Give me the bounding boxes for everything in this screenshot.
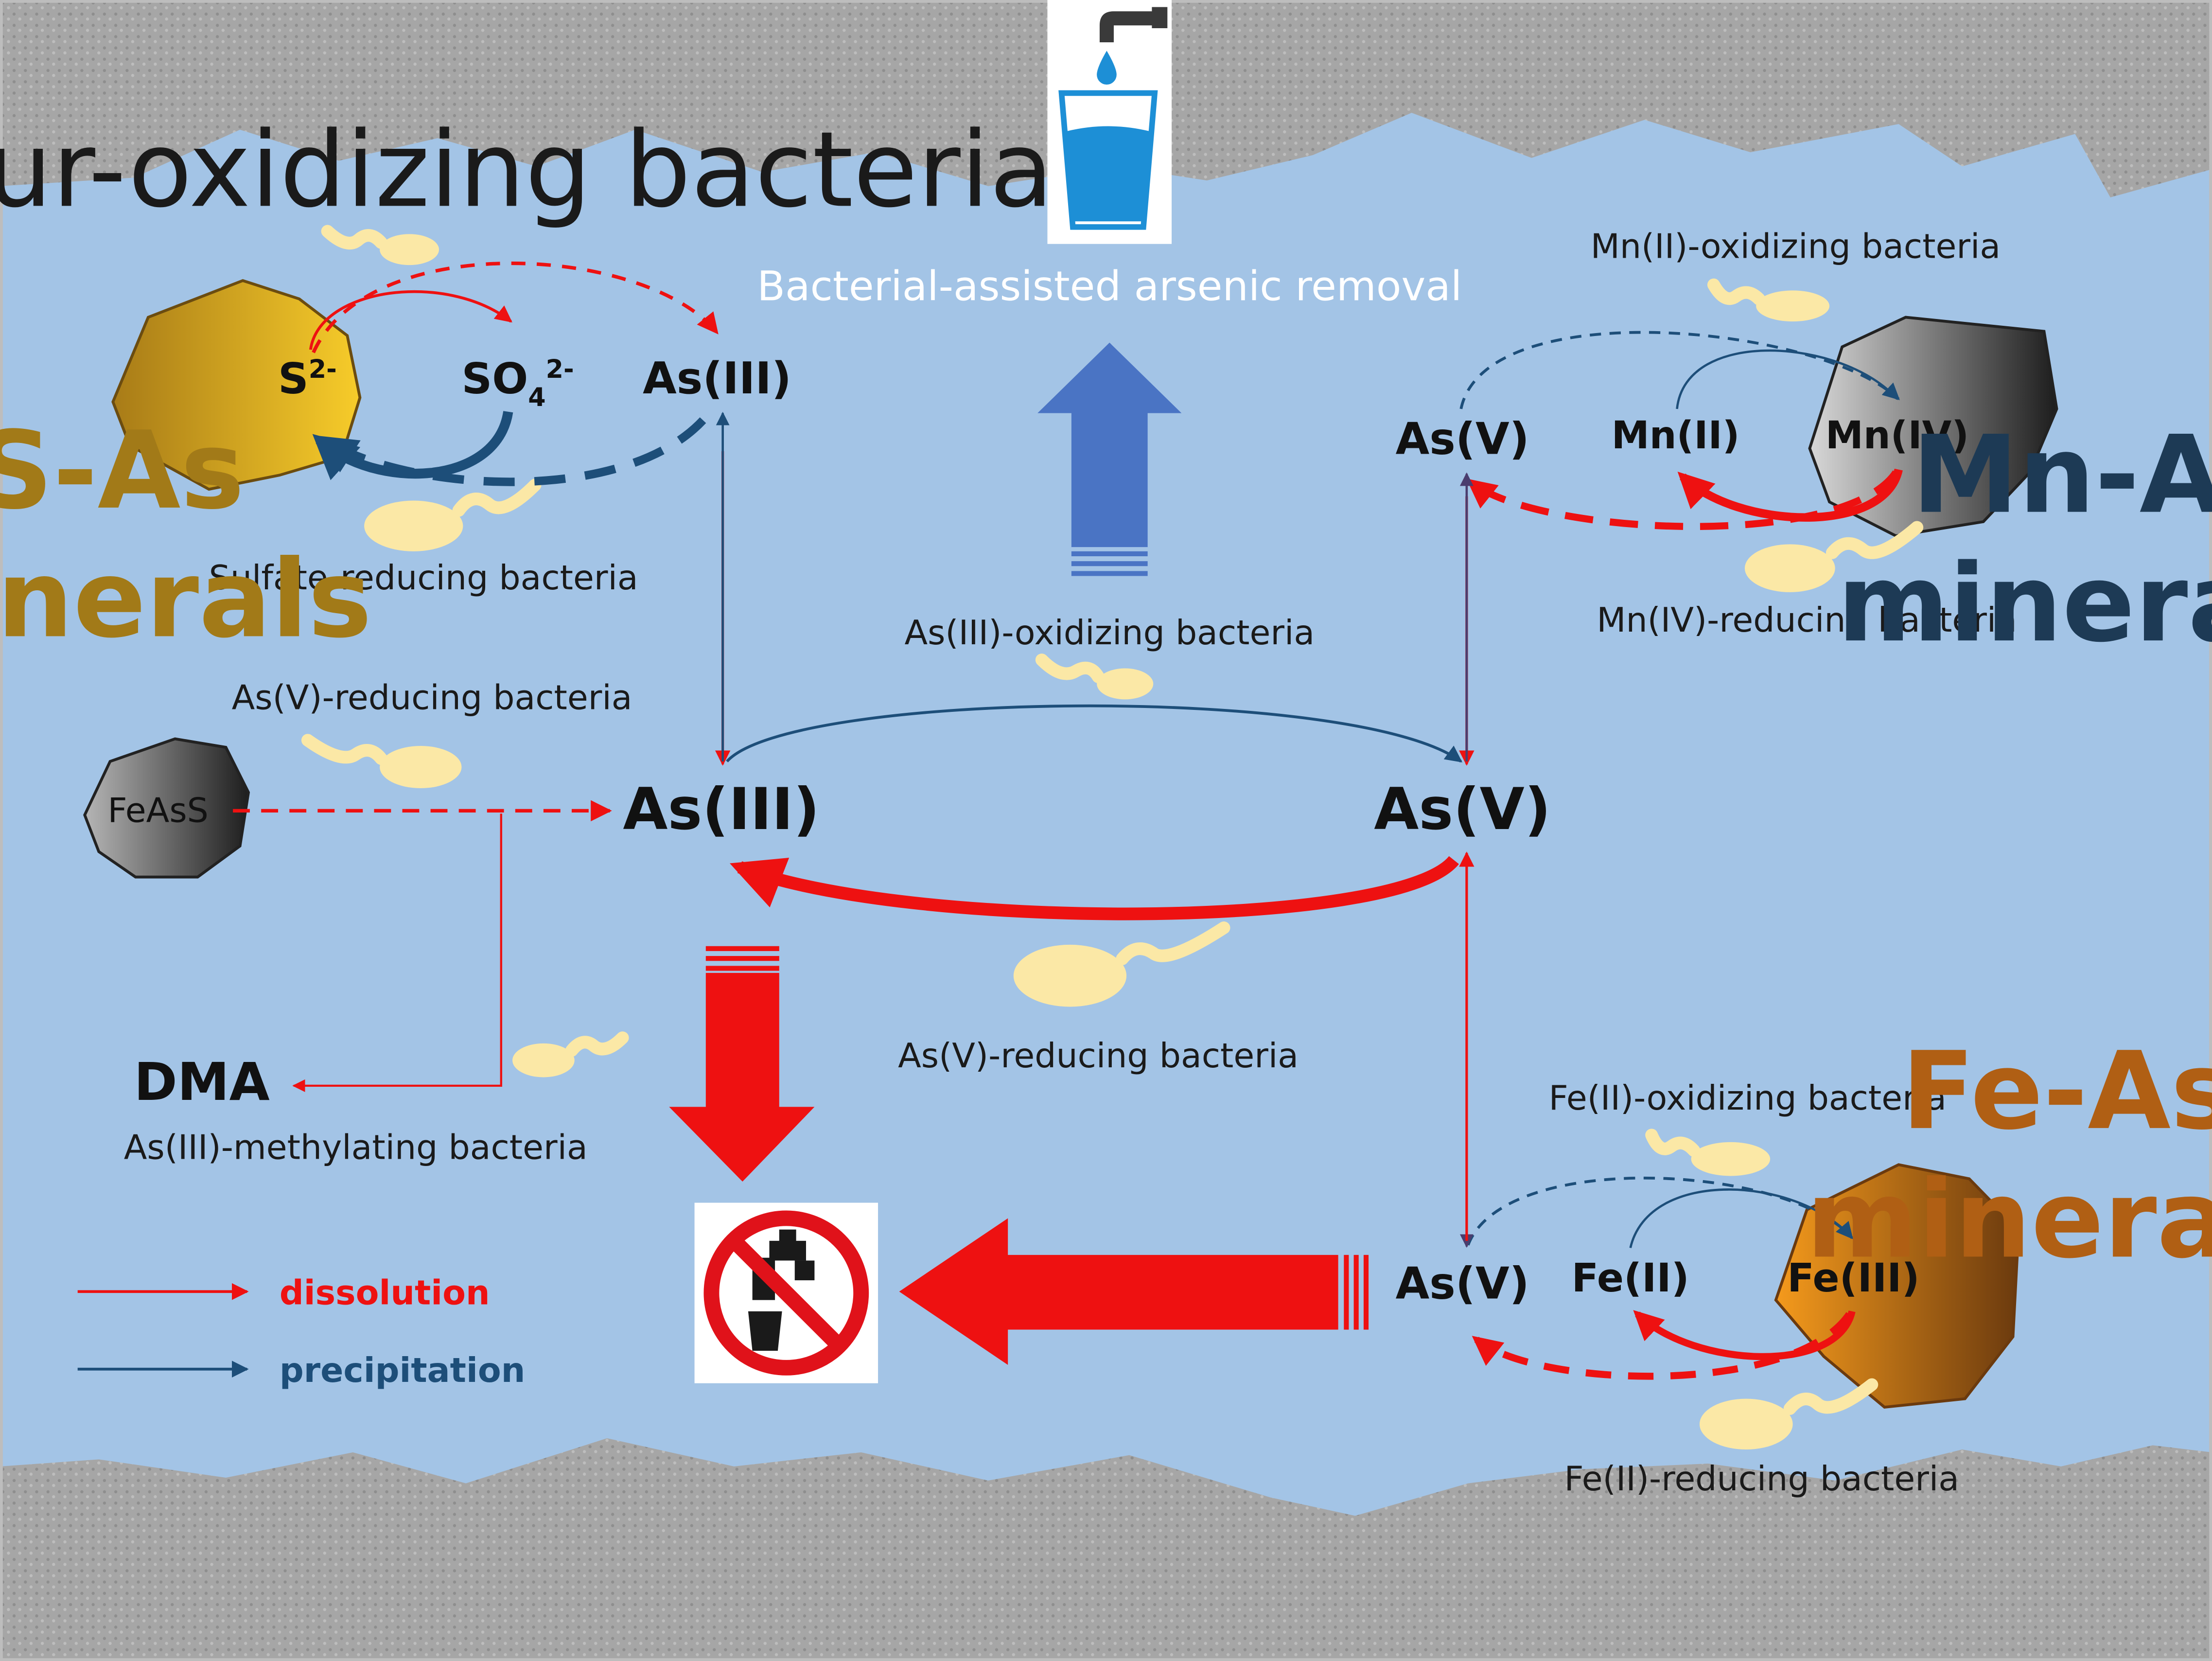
mineral-label-line: minerals [1837, 541, 2212, 666]
bacteria-icon [1035, 654, 1154, 700]
as3-methylating-bacteria-label: As(III)-methylating bacteria [124, 1128, 588, 1167]
species-fe2: Fe(II) [1572, 1255, 1689, 1301]
bacteria-icon [301, 734, 462, 789]
diagram-title: Bacterial-assisted arsenic removal [757, 263, 1462, 310]
arrow-as3-to-as5-oxidation [726, 704, 1463, 763]
left-contamination-arrow [899, 1218, 1369, 1365]
arrow-as5-to-as3-reduction [730, 856, 1459, 920]
bacteria-icon [321, 225, 439, 265]
species-as5-big: As(V) [1374, 776, 1551, 843]
arrow-mn2-to-mn4 [1676, 349, 1898, 409]
fe2-reducing-bacteria-label: Fe(II)-reducing bacteria [1564, 1459, 1959, 1499]
arrow-s-to-so4 [309, 290, 512, 350]
species-mn4: Mn(IV) [1826, 413, 1969, 458]
legend-dissolution-label: dissolution [280, 1273, 490, 1312]
arrow-as3-to-s-dashed [318, 417, 706, 486]
mineral-label-line: minerals [0, 537, 372, 662]
arrow-fe2-to-fe3 [1629, 1188, 1853, 1248]
bacteria-icon [512, 1031, 629, 1078]
feass-mineral-rock [83, 737, 250, 879]
bacteria-icon [1645, 1129, 1771, 1176]
glass-of-water-icon [1047, 0, 1172, 244]
as5-reducing-bacteria-center-label: As(V)-reducing bacteria [898, 1036, 1299, 1076]
s-as-mineral-rock [111, 279, 362, 491]
bacteria-icon [1013, 921, 1230, 1007]
arrow-as5-to-fe3-dashed [1467, 1176, 1853, 1246]
species-dma: DMA [134, 1052, 270, 1113]
species-as3-big: As(III) [623, 776, 820, 843]
ground-bottom [0, 1438, 2212, 1661]
fe-as-minerals-label: Fe-Asminerals [1806, 1029, 2212, 1282]
species-as5-mn: As(V) [1396, 414, 1529, 465]
as5-reducing-bacteria-left-label: As(V)-reducing bacteria [232, 678, 632, 718]
mineral-label-line: minerals [1806, 1157, 2212, 1282]
mn2-oxidizing-bacteria-label: Mn(II)-oxidizing bacteria [1591, 227, 2001, 266]
mn-as-minerals-label: Mn-Asminerals [1837, 413, 2212, 666]
mn4-reducing-bacteria-label: Mn(IV)-reducing bacteria [1597, 601, 2017, 640]
species-so4: SO42- [461, 354, 574, 412]
arrow-as3-to-dma [292, 813, 502, 1092]
as3-oxidizing-bacteria-label: As(III)-oxidizing bacteria [904, 613, 1315, 653]
feass-label: FeAsS [108, 791, 209, 830]
arrow-mn4-to-as5-dashed [1466, 470, 1899, 530]
no-drinking-water-icon [694, 1202, 878, 1383]
fe2-oxidizing-bacteria-label: Fe(II)-oxidizing bacteria [1549, 1078, 1947, 1118]
mineral-label-line: Fe-As [1901, 1029, 2212, 1154]
species-mn2: Mn(II) [1612, 413, 1740, 458]
s-as-minerals-label: S-Asminerals [0, 408, 372, 662]
species-as5-fe: As(V) [1396, 1259, 1529, 1309]
species-fe3: Fe(III) [1787, 1255, 1919, 1301]
bacteria-icon [364, 478, 542, 551]
species-as3-small: As(III) [643, 353, 791, 404]
bacteria-icon [1699, 1378, 1878, 1450]
mineral-label-line: S-As [0, 408, 245, 533]
sulfate-reducing-bacteria-label: Sulfate-reducing bacteria [209, 558, 638, 598]
bacteria-icon [1744, 521, 1924, 592]
arrow-as5-to-mn4-dashed [1459, 331, 1900, 409]
arrow-fe3-to-as5-dashed [1472, 1312, 1852, 1380]
species-s2: S2- [278, 354, 337, 404]
mineral-label-line: Mn-As [1912, 413, 2212, 538]
sulfur-oxidizing-bacteria-label: Sulfur-oxidizing bacteria [0, 109, 1053, 231]
removal-arrow [1037, 342, 1182, 576]
mn-as-mineral-rock [1808, 316, 2058, 537]
down-contamination-arrow [669, 946, 815, 1182]
legend-precipitation-label: precipitation [280, 1351, 525, 1390]
arrow-fe3-to-fe2 [1633, 1310, 1856, 1361]
bacteria-icon [1707, 278, 1830, 322]
arrow-s-to-as3-dashed [312, 262, 719, 353]
